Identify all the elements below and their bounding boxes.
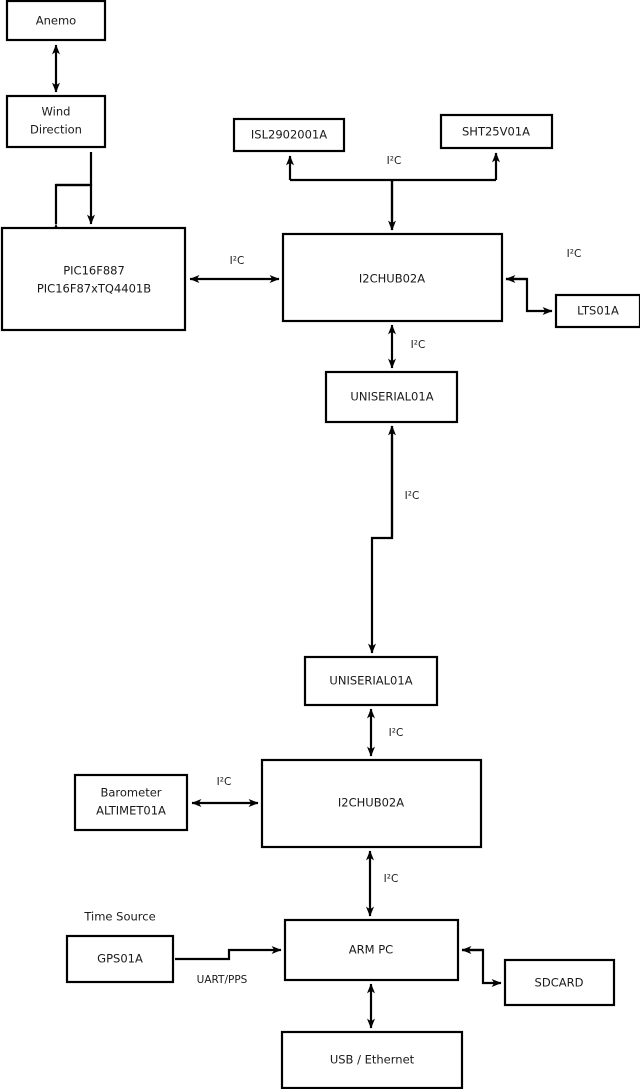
node-label-i2chub02a-top: I2CHUB02A (359, 272, 425, 286)
node-label-gps01a: GPS01A (97, 952, 143, 966)
node-isl2902001a[interactable]: ISL2902001A (232, 117, 346, 153)
node-sdcard[interactable]: SDCARD (503, 958, 616, 1007)
node-label-lts01a: LTS01A (577, 304, 619, 318)
edge-label-i2c-top-bus: I²C (387, 155, 402, 167)
node-wind-direction[interactable]: Wind Direction (5, 94, 107, 149)
edge-label-i2c-hub-uni1: I²C (411, 339, 426, 351)
edge-i2chub-top-sensor-bus (286, 152, 500, 231)
edge-label-i2c-hub-lts: I²C (567, 248, 582, 260)
node-gps01a[interactable]: GPS01A (65, 934, 175, 984)
edge-label-i2c-pic-hub: I²C (230, 255, 245, 267)
node-sht25v01a[interactable]: SHT25V01A (439, 113, 554, 150)
edge-label-i2c-hub-armpc: I²C (384, 873, 399, 885)
node-uniserial01a-upper[interactable]: UNISERIAL01A (324, 370, 459, 424)
edge-label-i2c-baro-hub: I²C (217, 776, 232, 788)
edge-armpc-sdcard (461, 946, 502, 987)
node-label-barometer-line1: Barometer (100, 786, 161, 800)
node-label-sdcard: SDCARD (535, 976, 584, 990)
node-label-uniserial01a-lower: UNISERIAL01A (329, 674, 412, 688)
edge-label-uart-pps: UART/PPS (197, 974, 248, 986)
node-barometer-altimet01a[interactable]: Barometer ALTIMET01A (73, 773, 189, 832)
node-label-arm-pc: ARM PC (349, 943, 393, 957)
node-anemo[interactable]: Anemo (5, 0, 107, 42)
node-label-wind-direction-line2: Direction (30, 123, 82, 137)
node-usb-ethernet[interactable]: USB / Ethernet (280, 1030, 464, 1089)
edge-label-i2c-uni-uni: I²C (405, 490, 420, 502)
node-label-wind-direction-line1: Wind (42, 105, 71, 119)
edge-label-i2c-uni2-hub: I²C (389, 727, 404, 739)
edge-wind-direction-pic (52, 152, 95, 234)
node-label-pic-line2: PIC16F87xTQ4401B (37, 282, 151, 296)
node-label-anemo: Anemo (36, 14, 76, 28)
node-label-pic-line1: PIC16F887 (63, 264, 125, 278)
node-arm-pc[interactable]: ARM PC (283, 918, 460, 982)
node-label-i2chub02a-bottom: I2CHUB02A (338, 796, 404, 810)
node-pic-microcontroller[interactable]: PIC16F887 PIC16F87xTQ4401B (0, 226, 187, 332)
node-i2chub02a-bottom[interactable]: I2CHUB02A (260, 758, 483, 849)
node-i2chub02a-top[interactable]: I2CHUB02A (281, 232, 504, 323)
edge-gps-armpc (175, 946, 282, 961)
edge-i2chub-top-lts01a (505, 275, 553, 315)
node-label-uniserial01a-upper: UNISERIAL01A (350, 390, 433, 404)
node-label-sht25v01a: SHT25V01A (462, 125, 530, 139)
node-label-isl2902001a: ISL2902001A (251, 128, 327, 142)
annotation-time-source: Time Source (83, 910, 155, 924)
node-label-barometer-line2: ALTIMET01A (96, 804, 166, 818)
node-label-usb-ethernet: USB / Ethernet (330, 1053, 415, 1067)
node-uniserial01a-lower[interactable]: UNISERIAL01A (303, 655, 439, 707)
node-lts01a[interactable]: LTS01A (554, 293, 640, 329)
edge-uniserial-1-uniserial-2 (368, 425, 396, 654)
